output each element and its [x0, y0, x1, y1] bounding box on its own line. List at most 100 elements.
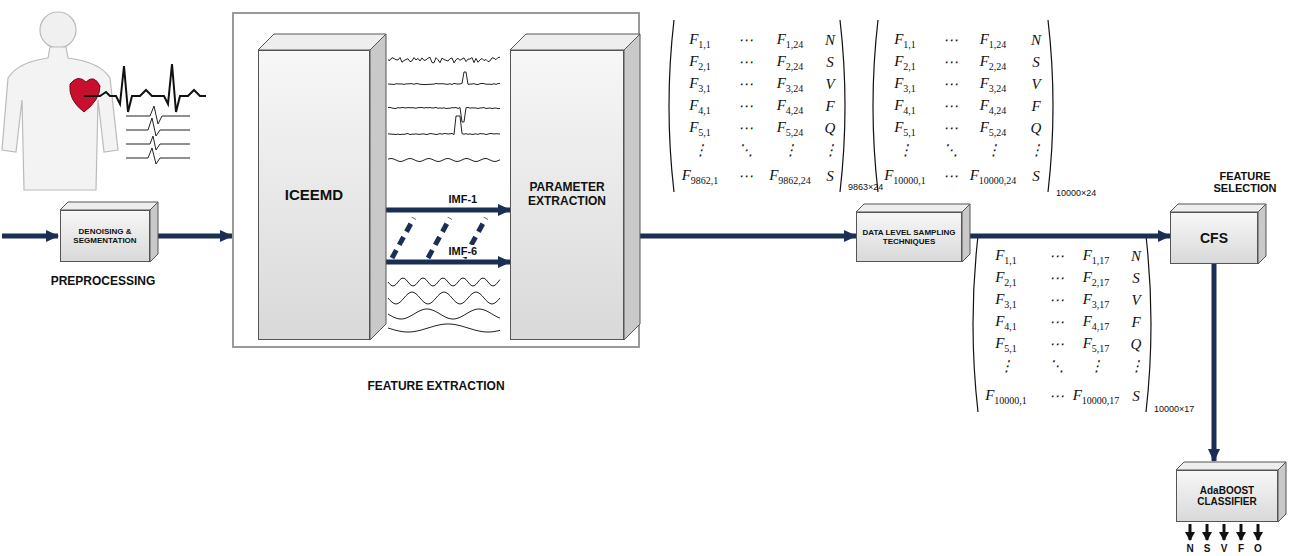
matrix-cell: F10000,1	[884, 167, 926, 186]
class-label: N	[825, 32, 835, 49]
matrix-cell: F4,1	[894, 97, 916, 116]
box-label: CFS	[1196, 230, 1232, 246]
class-label: F	[825, 98, 834, 115]
class-label: F	[1131, 314, 1140, 331]
flow-arrow	[640, 234, 856, 239]
matrix-cell: F2,1	[995, 269, 1017, 288]
matrix-cell: F3,1	[689, 75, 711, 94]
matrix-cell: ⋯	[1049, 313, 1064, 331]
group-box: FEATURE EXTRACTIONICEEMDPARAMETER EXTRAC…	[232, 12, 640, 348]
class-label: S	[1032, 54, 1040, 71]
matrix-cell: F1,1	[995, 247, 1017, 266]
box-label: AdaBOOST CLASSIFIER	[1177, 485, 1277, 508]
flow-arrow	[158, 234, 232, 239]
output-arrow	[1189, 524, 1192, 540]
class-label: S	[1132, 388, 1140, 405]
class-label: ⋮	[823, 141, 838, 159]
matrix-cell: F3,1	[894, 75, 916, 94]
output-class: S	[1204, 543, 1211, 554]
output-class: F	[1238, 543, 1244, 554]
matrix-cell: F4,24	[777, 97, 804, 116]
imf-ellipsis	[392, 218, 486, 258]
matrix-cell: ⋯	[738, 167, 753, 185]
class-label: N	[1031, 32, 1041, 49]
matrix-cell: F10000,17	[1073, 387, 1120, 406]
box-label: DENOISING & SEGMENTATION	[61, 227, 149, 245]
output-arrow	[1223, 524, 1226, 540]
matrix-cell: F9862,24	[769, 167, 811, 186]
matrix-cell: F2,24	[980, 53, 1007, 72]
matrix-cell: F1,24	[777, 31, 804, 50]
matrix-cell: F10000,24	[970, 167, 1017, 186]
flow-arrow	[970, 234, 1170, 239]
process-box: DENOISING & SEGMENTATIONPREPROCESSING	[60, 210, 150, 262]
class-label: V	[1131, 292, 1140, 309]
human-figure	[2, 12, 206, 190]
process-box: DATA LEVEL SAMPLING TECHNIQUES	[856, 212, 962, 262]
class-label: S	[1132, 270, 1140, 287]
matrix-cell: ⋯	[738, 119, 753, 137]
class-label: N	[1131, 248, 1141, 265]
class-label: Q	[1131, 336, 1142, 353]
box-label: ICEEMD	[281, 186, 347, 203]
output-arrow	[1206, 524, 1209, 540]
matrix-cell: ⋯	[738, 97, 753, 115]
matrix-cell: F2,17	[1083, 269, 1110, 288]
box-label: DATA LEVEL SAMPLING TECHNIQUES	[857, 228, 961, 246]
matrix-cell: F9862,1	[682, 167, 719, 186]
matrix-cell: ⋮	[986, 141, 1001, 159]
flow-arrow	[386, 208, 510, 213]
matrix-cell: F5,24	[777, 119, 804, 138]
output-class: N	[1186, 543, 1193, 554]
edge-label: IMF-1	[447, 193, 480, 205]
matrix-cell: ⋯	[943, 167, 958, 185]
class-label: Q	[1031, 120, 1042, 137]
matrix-cell: F3,1	[995, 291, 1017, 310]
matrix-cell: ⋯	[1049, 335, 1064, 353]
matrix-cell: F4,17	[1083, 313, 1110, 332]
class-label: V	[1031, 76, 1040, 93]
matrix-cell: ⋯	[943, 75, 958, 93]
matrix-cell: F4,1	[689, 97, 711, 116]
matrix-cell: F4,1	[995, 313, 1017, 332]
matrix-cell: F5,1	[894, 119, 916, 138]
matrix-cell: F3,17	[1083, 291, 1110, 310]
matrix-cell: ⋯	[738, 31, 753, 49]
matrix-cell: F5,1	[995, 335, 1017, 354]
matrix-brackets	[669, 20, 1151, 412]
matrix-cell: ⋯	[943, 31, 958, 49]
matrix-cell: ⋮	[1089, 357, 1104, 375]
classifier-box: AdaBOOST CLASSIFIER	[1176, 470, 1278, 522]
matrix-cell: ⋯	[943, 119, 958, 137]
matrix-cell: F1,1	[894, 31, 916, 50]
matrix-cell: ⋯	[943, 53, 958, 71]
stage-caption: PREPROCESSING	[31, 275, 175, 289]
process-box: ICEEMD	[258, 50, 370, 340]
matrix-cell: ⋯	[1049, 291, 1064, 309]
matrix-cell: F10000,1	[985, 387, 1027, 406]
class-label: Q	[825, 120, 836, 137]
flow-arrow	[1212, 264, 1217, 461]
class-label: V	[825, 76, 834, 93]
matrix-cell: ⋯	[943, 97, 958, 115]
matrix-cell: ⋱	[943, 141, 958, 159]
class-label: ⋮	[1129, 357, 1144, 375]
matrix-cell: ⋱	[1049, 357, 1064, 375]
output-class: V	[1221, 543, 1228, 554]
matrix-cell: F3,24	[980, 75, 1007, 94]
flow-arrow	[386, 260, 510, 265]
class-label: S	[826, 54, 834, 71]
matrix-cell: ⋮	[898, 141, 913, 159]
matrix-cell: ⋱	[738, 141, 753, 159]
input-arrow	[2, 234, 58, 239]
matrix-cell: F1,1	[689, 31, 711, 50]
matrix-cell: F5,24	[980, 119, 1007, 138]
matrix-cell: ⋯	[1049, 387, 1064, 405]
edge-label: IMF-6	[447, 245, 480, 257]
matrix-cell: F1,24	[980, 31, 1007, 50]
class-label: S	[1032, 168, 1040, 185]
group-caption: FEATURE EXTRACTION	[234, 380, 638, 394]
matrix-cell: ⋮	[693, 141, 708, 159]
matrix-cell: ⋯	[1049, 269, 1064, 287]
class-label: ⋮	[1029, 141, 1044, 159]
